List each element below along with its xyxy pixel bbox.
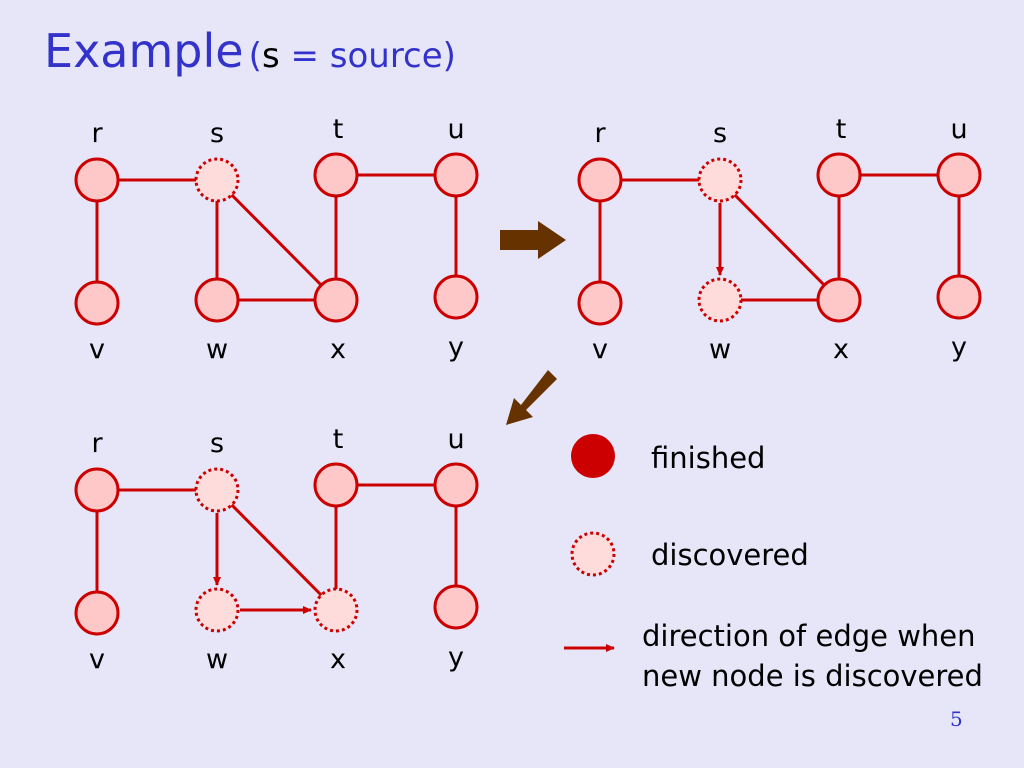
- node-label-x: x: [330, 334, 346, 365]
- node-label-s: s: [210, 428, 224, 459]
- legend-discovered-label: discovered: [651, 538, 809, 572]
- node-label-u: u: [950, 114, 967, 145]
- node-u: [433, 152, 479, 198]
- node-label-t: t: [333, 114, 344, 145]
- node-label-w: w: [709, 334, 731, 365]
- node-label-x: x: [833, 334, 849, 365]
- node-label-s: s: [713, 118, 727, 149]
- node-r: [577, 157, 623, 203]
- legend-finished-swatch: [571, 434, 615, 478]
- legend-direction-line-2: new node is discovered: [642, 659, 983, 693]
- legend-discovered-swatch: [570, 531, 616, 577]
- node-label-t: t: [836, 114, 847, 145]
- node-label-u: u: [447, 424, 464, 455]
- edge-s-x: [215, 488, 338, 612]
- node-v: [74, 590, 120, 636]
- node-s: [697, 157, 743, 203]
- node-w: [194, 277, 240, 323]
- node-label-y: y: [951, 332, 967, 363]
- node-label-w: w: [206, 644, 228, 675]
- node-label-w: w: [206, 334, 228, 365]
- legend-finished-label: finished: [651, 441, 765, 475]
- node-s: [194, 467, 240, 513]
- node-y: [936, 274, 982, 320]
- node-x: [313, 277, 359, 323]
- node-label-y: y: [448, 642, 464, 673]
- node-u: [936, 152, 982, 198]
- node-x: [313, 587, 359, 633]
- node-label-v: v: [89, 644, 105, 675]
- node-s: [194, 157, 240, 203]
- node-t: [816, 152, 862, 198]
- edge-s-x: [215, 178, 338, 302]
- graph-panel-step-2: r s t u v w x y: [577, 114, 982, 365]
- node-r: [74, 157, 120, 203]
- title-rest: = source): [279, 36, 456, 76]
- node-label-t: t: [333, 424, 344, 455]
- node-r: [74, 467, 120, 513]
- node-label-v: v: [592, 334, 608, 365]
- node-label-s: s: [210, 118, 224, 149]
- node-v: [577, 280, 623, 326]
- title-source-letter: s: [261, 36, 280, 76]
- node-label-x: x: [330, 644, 346, 675]
- slide-title: Example (s = source): [44, 24, 456, 78]
- graph-panel-step-3: r s t u v w x y: [74, 424, 479, 675]
- legend-direction-line-1: direction of edge when: [642, 619, 976, 653]
- node-label-u: u: [447, 114, 464, 145]
- step-arrow-down-left-icon: [506, 370, 557, 425]
- graph-panels: r s t u v w x y r s t u v w x y r s t u v w x y: [74, 114, 982, 675]
- node-t: [313, 152, 359, 198]
- node-y: [433, 584, 479, 630]
- node-u: [433, 462, 479, 508]
- graph-panel-step-1: r s t u v w x y: [74, 114, 479, 365]
- node-y: [433, 274, 479, 320]
- node-label-v: v: [89, 334, 105, 365]
- node-label-r: r: [91, 118, 103, 149]
- node-w: [697, 277, 743, 323]
- title-open-paren: (: [248, 36, 262, 76]
- node-w: [194, 587, 240, 633]
- node-t: [313, 462, 359, 508]
- legend: finished discovered direction of edge wh…: [564, 434, 983, 693]
- node-x: [816, 277, 862, 323]
- step-arrow-right-icon: [500, 221, 566, 259]
- node-label-r: r: [594, 118, 606, 149]
- node-label-r: r: [91, 428, 103, 459]
- node-label-y: y: [448, 332, 464, 363]
- edge-s-x: [718, 178, 841, 302]
- node-v: [74, 280, 120, 326]
- page-number: 5: [950, 707, 963, 731]
- title-main: Example: [44, 24, 244, 78]
